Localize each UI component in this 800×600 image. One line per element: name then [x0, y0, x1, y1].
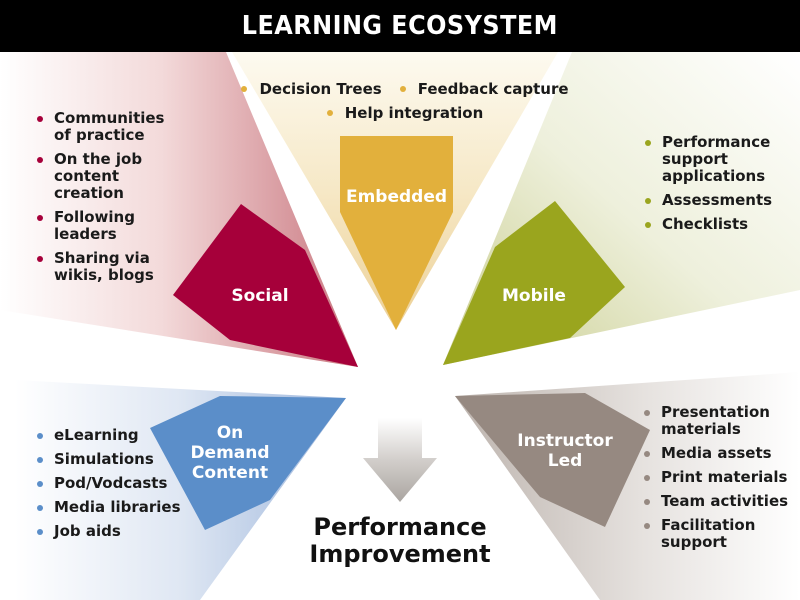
mobile-shape	[443, 201, 625, 365]
bullet-icon	[644, 451, 650, 457]
bullet-icon	[37, 529, 43, 535]
bullet-icon	[37, 157, 43, 163]
bullet-icon	[326, 110, 333, 116]
social-label: Social	[231, 286, 289, 306]
bullet-icon	[37, 256, 43, 262]
list-item: Decision Trees	[241, 80, 382, 98]
bullet-icon	[37, 505, 43, 511]
diagram-title: LEARNING ECOSYSTEM	[241, 11, 559, 41]
on-demand-item-list: eLearning Simulations Pod/Vodcasts Media…	[34, 427, 194, 547]
list-item: Media libraries	[34, 499, 194, 516]
down-arrow-icon	[363, 418, 437, 502]
bullet-icon	[37, 116, 43, 122]
bullet-icon	[37, 457, 43, 463]
list-item: Checklists	[642, 216, 792, 233]
mobile-item-list: Performance support applications Assessm…	[642, 134, 792, 240]
bullet-icon	[644, 410, 650, 416]
list-item: Help integration	[326, 104, 483, 122]
embedded-shape	[340, 136, 453, 330]
list-item: Following leaders	[34, 209, 184, 243]
list-item: On the job content creation	[34, 151, 184, 202]
list-item: Pod/Vodcasts	[34, 475, 194, 492]
list-item: Feedback capture	[399, 80, 569, 98]
social-item-list: Communities of practice On the job conte…	[34, 110, 184, 291]
list-item: Assessments	[642, 192, 792, 209]
on-demand-shape	[150, 396, 346, 530]
bullet-icon	[644, 475, 650, 481]
mobile-label: Mobile	[502, 286, 566, 306]
list-item: Sharing via wikis, blogs	[34, 250, 184, 284]
bullet-icon	[645, 198, 651, 204]
list-item: Print materials	[641, 469, 796, 486]
instructor-led-shape	[455, 393, 650, 527]
bullet-icon	[644, 523, 650, 529]
bullet-icon	[37, 481, 43, 487]
list-item: Job aids	[34, 523, 194, 540]
instructor-led-label: Instructor Led	[517, 431, 613, 471]
on-demand-label: On Demand Content	[190, 423, 270, 483]
bullet-icon	[645, 222, 651, 228]
list-item: Team activities	[641, 493, 796, 510]
bullet-icon	[644, 499, 650, 505]
list-item: Facilitation support	[641, 517, 796, 551]
embedded-label: Embedded	[345, 187, 448, 207]
embedded-item-list: Decision Trees Feedback capture Help int…	[241, 80, 569, 128]
list-item: eLearning	[34, 427, 194, 444]
list-item: Performance support applications	[642, 134, 792, 185]
list-item: Communities of practice	[34, 110, 184, 144]
bullet-icon	[241, 86, 248, 92]
list-item: Simulations	[34, 451, 194, 468]
bullet-icon	[37, 215, 43, 221]
list-item: Media assets	[641, 445, 796, 462]
bullet-icon	[645, 140, 651, 146]
outcome-label: Performance Improvement	[309, 513, 491, 568]
bullet-icon	[399, 86, 406, 92]
instructor-led-item-list: Presentation materials Media assets Prin…	[641, 404, 796, 558]
social-shape	[173, 204, 358, 367]
title-bar: LEARNING ECOSYSTEM	[0, 0, 800, 52]
bullet-icon	[37, 433, 43, 439]
list-item: Presentation materials	[641, 404, 796, 438]
